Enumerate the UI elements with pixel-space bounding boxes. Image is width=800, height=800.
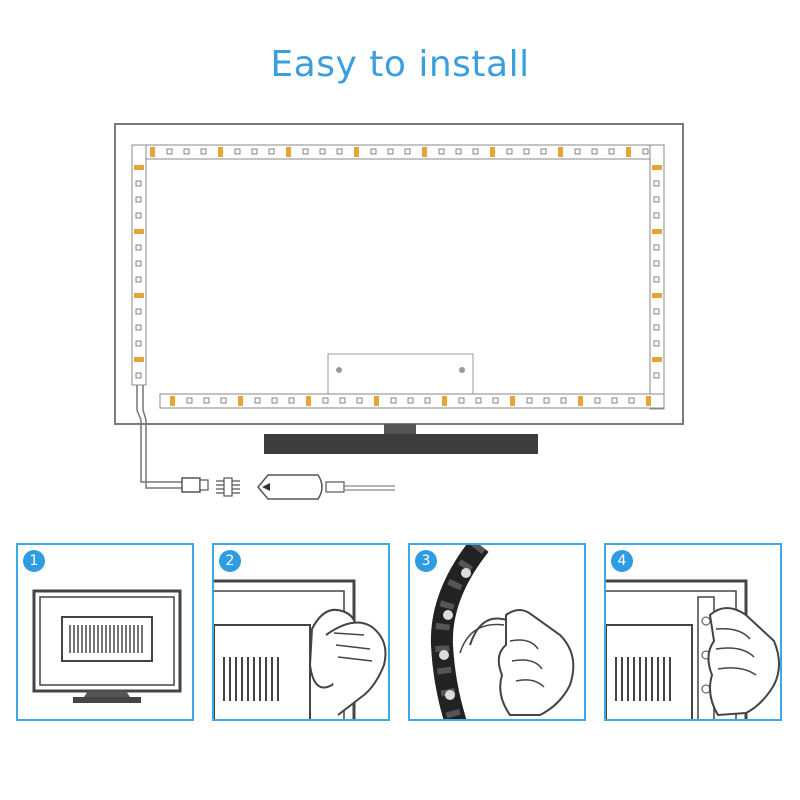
tv-icon <box>32 589 182 703</box>
tv-with-led-strip-icon <box>114 123 684 500</box>
page-title: Easy to install <box>270 44 530 85</box>
step-number-badge: 3 <box>415 550 437 572</box>
peeling-hand-icon <box>430 545 575 719</box>
wiping-hand-icon <box>214 579 387 719</box>
step-4-panel: 4 <box>604 543 782 721</box>
step-number-badge: 1 <box>23 550 45 572</box>
pressing-hand-icon <box>606 579 780 719</box>
step-1-panel: 1 <box>16 543 194 721</box>
step-3-panel: 3 <box>408 543 586 721</box>
step-number-badge: 2 <box>219 550 241 572</box>
step-number-badge: 4 <box>611 550 633 572</box>
step-2-panel: 2 <box>212 543 390 721</box>
